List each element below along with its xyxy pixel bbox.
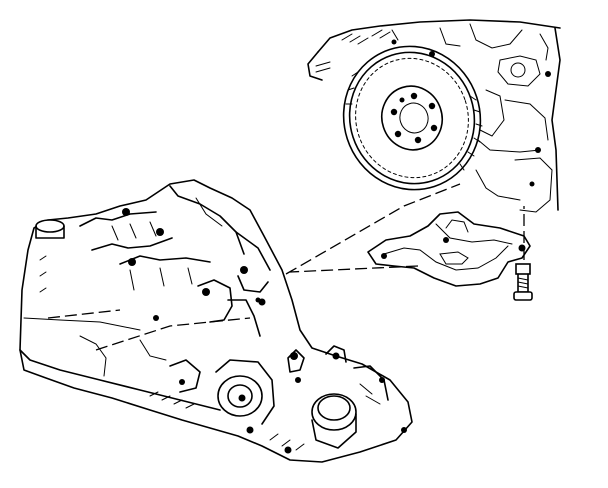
alignment-lines	[47, 183, 525, 351]
transaxle-icon	[19, 179, 413, 463]
flywheel-icon	[342, 45, 483, 191]
bolt-icon	[513, 263, 533, 301]
engine-block	[307, 19, 561, 213]
bracket-icon	[367, 211, 531, 287]
